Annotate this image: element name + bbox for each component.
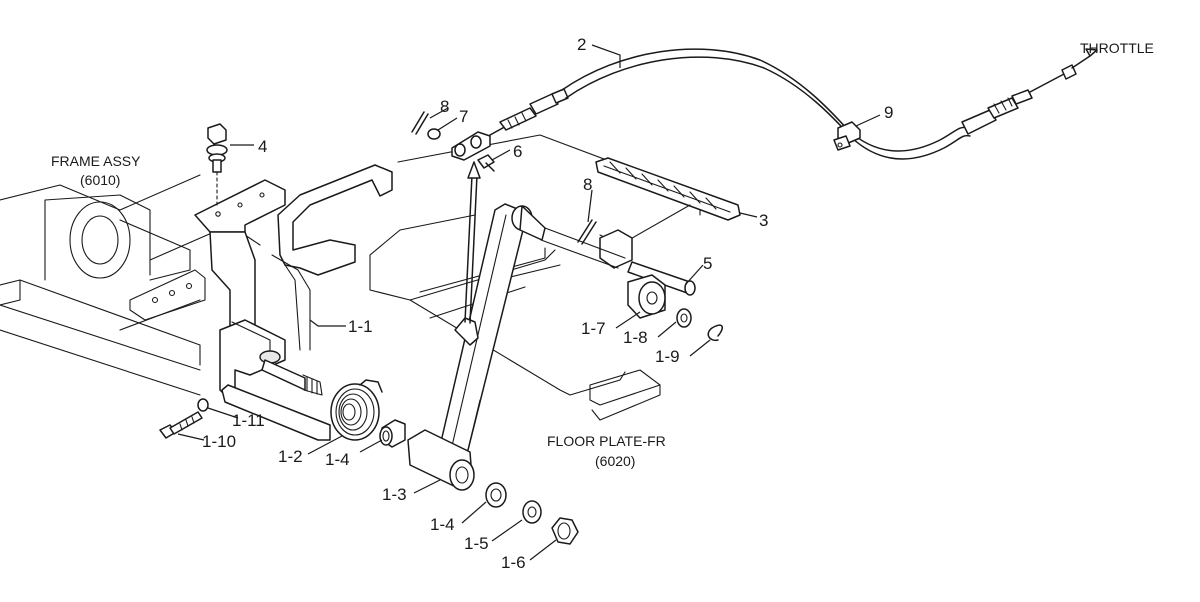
lower-hardware bbox=[485, 482, 579, 545]
callout-4: 4 bbox=[258, 137, 267, 156]
frame-assy bbox=[0, 174, 261, 396]
frame-assy-label: FRAME ASSY bbox=[51, 153, 141, 169]
cable-fork bbox=[411, 111, 495, 172]
callout-8-fork: 8 bbox=[440, 97, 449, 116]
callout-1-4-upper: 1-4 bbox=[325, 450, 350, 469]
callout-1-9: 1-9 bbox=[655, 347, 680, 366]
return-spring bbox=[330, 379, 383, 441]
callout-1-11: 1-11 bbox=[232, 411, 265, 430]
pedal-plate bbox=[540, 157, 741, 269]
bolt-1-10 bbox=[159, 398, 209, 439]
callout-1-4-lower: 1-4 bbox=[430, 515, 455, 534]
callout-1-10: 1-10 bbox=[202, 432, 236, 451]
floor-plate-label: FLOOR PLATE-FR bbox=[547, 433, 666, 449]
callout-1-5: 1-5 bbox=[464, 534, 489, 553]
split-pin-pedal bbox=[577, 219, 597, 245]
bushing-upper bbox=[379, 419, 406, 448]
callout-3: 3 bbox=[759, 211, 768, 230]
callout-1-3: 1-3 bbox=[382, 485, 407, 504]
callout-9: 9 bbox=[884, 103, 893, 122]
callout-1-6: 1-6 bbox=[501, 553, 526, 572]
callout-2: 2 bbox=[577, 35, 586, 54]
throttle-label: THROTTLE bbox=[1080, 40, 1154, 56]
callout-6: 6 bbox=[513, 142, 522, 161]
callout-1-1: 1-1 bbox=[348, 317, 373, 336]
floor-plate-code: (6020) bbox=[595, 453, 635, 469]
pedal-arm bbox=[407, 161, 546, 491]
callout-5: 5 bbox=[703, 254, 712, 273]
throttle-cable bbox=[489, 48, 1098, 160]
leader-lines bbox=[177, 44, 881, 561]
frame-assy-code: (6010) bbox=[80, 172, 120, 188]
callout-1-2: 1-2 bbox=[278, 447, 303, 466]
stopper-group bbox=[627, 274, 723, 342]
callout-7: 7 bbox=[459, 107, 468, 126]
bolt-4 bbox=[206, 123, 228, 206]
pin-5 bbox=[627, 261, 696, 296]
callout-1-7: 1-7 bbox=[581, 319, 606, 338]
callout-1-8: 1-8 bbox=[623, 328, 648, 347]
callout-8-pedal: 8 bbox=[583, 175, 592, 194]
